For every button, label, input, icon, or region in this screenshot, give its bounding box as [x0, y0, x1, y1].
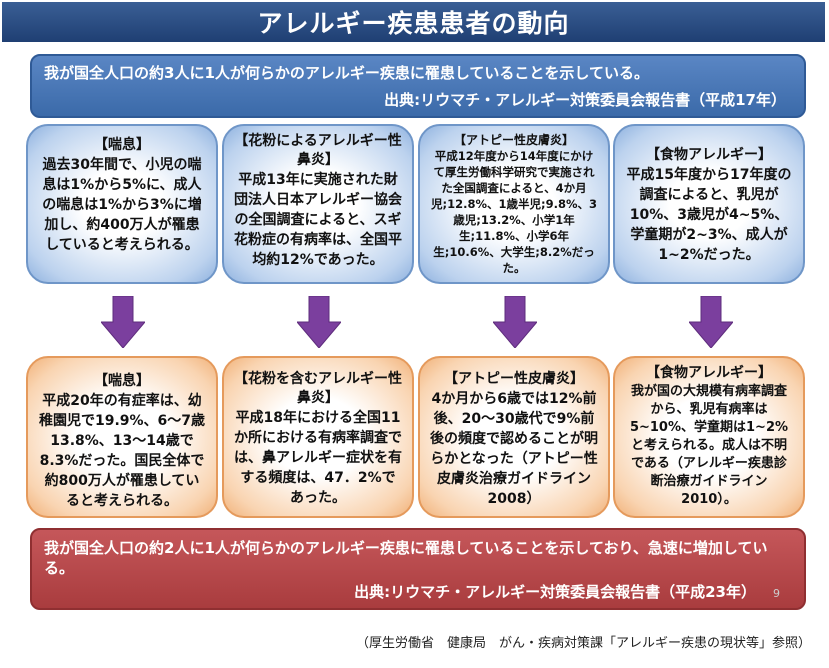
- upper-box-pollen-rhinitis: 【花粉によるアレルギー性鼻炎】 平成13年に実施された財団法人日本アレルギー協会…: [222, 124, 414, 284]
- box-body: 過去30年間で、小児の喘息は1%から5%に、成人の喘息は1%から3%に増加し、約…: [42, 157, 202, 253]
- box-body: 平成12年度から14年度にかけて厚生労働科学研究で実施された全国調査によると、4…: [431, 149, 597, 275]
- box-body: 我が国の大規模有病率調査から、乳児有病率は5~10%、学童期は1~2%と考えられ…: [629, 384, 789, 507]
- box-body: 4か月から6歳では12%前後、20～30歳代で9%前後の頻度で認めることが明らか…: [430, 391, 598, 507]
- box-body: 平成20年の有症率は、幼稚園児で19.9%、6～7歳13.8%、13～14歳で8…: [38, 393, 206, 509]
- bottom-banner-text: 我が国全人口の約2人に1人が何らかのアレルギー疾患に罹患していることを示しており…: [44, 539, 768, 577]
- bottom-banner-source: 出典:リウマチ・アレルギー対策委員会報告書（平成23年）: [354, 583, 756, 601]
- box-body: 平成15年度から17年度の調査によると、乳児が10%、3歳児が4~5%、学童期が…: [626, 167, 792, 263]
- footer-citation: （厚生労働省 健康局 がん・疾病対策課「アレルギー疾患の現状等」参照）: [355, 636, 811, 651]
- box-heading: 【喘息】: [94, 373, 150, 389]
- top-banner: 我が国全人口の約3人に1人が何らかのアレルギー疾患に罹患していることを示している…: [30, 54, 806, 118]
- lower-box-rhinitis: 【花粉を含むアレルギー性鼻炎】 平成18年における全国11か所における有病率調査…: [222, 356, 414, 518]
- page-number: 9: [773, 587, 780, 600]
- slide: アレルギー疾患患者の動向 我が国全人口の約3人に1人が何らかのアレルギー疾患に罹…: [2, 2, 825, 610]
- box-heading: 【喘息】: [94, 137, 150, 153]
- upper-box-asthma: 【喘息】 過去30年間で、小児の喘息は1%から5%に、成人の喘息は1%から3%に…: [26, 124, 218, 284]
- box-body: 平成13年に実施された財団法人日本アレルギー協会の全国調査によると、スギ花粉症の…: [234, 172, 402, 268]
- lower-box-atopic-dermatitis: 【アトピー性皮膚炎】 4か月から6歳では12%前後、20～30歳代で9%前後の頻…: [418, 356, 610, 518]
- box-heading: 【食物アレルギー】: [646, 365, 772, 381]
- bottom-banner: 我が国全人口の約2人に1人が何らかのアレルギー疾患に罹患していることを示しており…: [30, 528, 806, 610]
- lower-box-food-allergy: 【食物アレルギー】 我が国の大規模有病率調査から、乳児有病率は5~10%、学童期…: [613, 356, 805, 518]
- upper-box-atopic-dermatitis: 【アトピー性皮膚炎】 平成12年度から14年度にかけて厚生労働科学研究で実施され…: [418, 124, 610, 284]
- box-heading: 【食物アレルギー】: [646, 147, 772, 163]
- down-arrow-icon: [101, 296, 145, 348]
- down-arrow-icon: [297, 296, 341, 348]
- upper-box-food-allergy: 【食物アレルギー】 平成15年度から17年度の調査によると、乳児が10%、3歳児…: [613, 124, 805, 284]
- down-arrow-icon: [493, 296, 537, 348]
- box-heading: 【アトピー性皮膚炎】: [444, 371, 584, 387]
- top-banner-text: 我が国全人口の約3人に1人が何らかのアレルギー疾患に罹患していることを示している…: [44, 64, 649, 82]
- box-heading: 【花粉を含むアレルギー性鼻炎】: [234, 371, 402, 406]
- box-heading: 【花粉によるアレルギー性鼻炎】: [234, 133, 402, 168]
- box-body: 平成18年における全国11か所における有病率調査では、鼻アレルギー症状を有する頻…: [234, 410, 402, 506]
- box-heading: 【アトピー性皮膚炎】: [453, 133, 574, 147]
- top-banner-source: 出典:リウマチ・アレルギー対策委員会報告書（平成17年）: [384, 91, 786, 109]
- lower-box-asthma: 【喘息】 平成20年の有症率は、幼稚園児で19.9%、6～7歳13.8%、13～…: [26, 356, 218, 518]
- down-arrow-icon: [689, 296, 733, 348]
- slide-title: アレルギー疾患患者の動向: [2, 2, 825, 42]
